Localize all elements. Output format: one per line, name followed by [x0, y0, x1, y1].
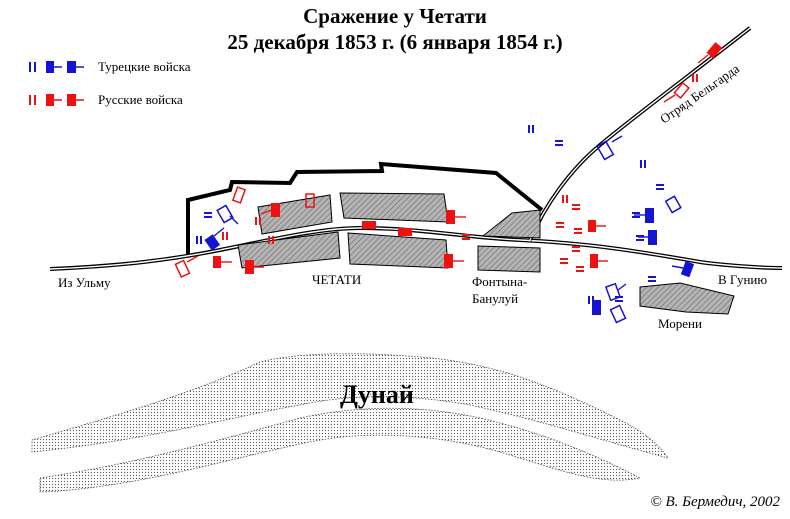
turkish-unit — [216, 204, 234, 224]
turkish-unit — [592, 300, 601, 315]
russian-unit — [362, 221, 376, 229]
danube-south-bank — [39, 407, 642, 493]
block-fontina-north — [481, 209, 541, 239]
label-banului: Банулуй — [472, 291, 519, 306]
danube-river — [31, 353, 669, 493]
copyright-credit: © В. Бермедич, 2002 — [650, 494, 780, 510]
turkish-unit — [204, 234, 221, 251]
label-danube: Дунай — [340, 380, 414, 409]
map-title: Сражение у Четати — [303, 4, 487, 28]
russian-unit — [174, 259, 191, 279]
legend-turkish-symbols — [29, 61, 84, 73]
russian-unit — [213, 256, 221, 268]
turkish-unit — [645, 208, 654, 223]
russian-unit — [588, 220, 596, 232]
russian-unit — [271, 203, 280, 217]
block-fontina-south — [477, 245, 541, 273]
russian-unit — [444, 254, 453, 268]
russian-unit — [245, 260, 254, 274]
danube-north-bank — [31, 353, 669, 459]
legend-label-russian: Русские войска — [98, 92, 183, 107]
russian-unit — [231, 186, 247, 204]
label-chetati: ЧЕТАТИ — [312, 272, 362, 287]
legend-russian-symbols — [29, 94, 84, 106]
russian-unit — [398, 228, 412, 236]
block-chetati-ne — [339, 192, 449, 223]
legend-markers — [29, 61, 84, 106]
block-moreni — [639, 282, 735, 315]
label-to-guniu: В Гунию — [718, 272, 768, 287]
label-fontina: Фонтына- — [472, 274, 528, 289]
russian-unit — [305, 193, 315, 208]
turkish-unit — [664, 195, 682, 214]
turkish-units — [196, 125, 695, 324]
block-chetati-nw — [257, 194, 333, 235]
turkish-unit — [680, 261, 695, 278]
turkish-unit — [596, 140, 615, 161]
block-chetati-sw — [237, 231, 341, 269]
russian-units — [174, 42, 723, 279]
main-road — [49, 26, 783, 271]
label-moreni: Морени — [658, 316, 702, 331]
russian-unit — [446, 210, 455, 224]
turkish-unit — [648, 230, 657, 245]
legend-label-turkish: Турецкие войска — [98, 59, 191, 74]
label-from-ulm: Из Ульму — [58, 275, 111, 290]
russian-unit — [673, 81, 690, 99]
russian-unit — [706, 42, 723, 59]
town-blocks — [237, 192, 735, 315]
label-belgrade-detachment: Отряд Бельгарда — [657, 61, 742, 127]
chetati-fortification-line — [186, 161, 544, 256]
map-subtitle: 25 декабря 1853 г. (6 января 1854 г.) — [227, 30, 563, 54]
russian-unit — [590, 254, 598, 268]
turkish-unit — [604, 282, 622, 302]
block-chetati-se — [347, 232, 449, 269]
turkish-unit — [609, 304, 627, 324]
